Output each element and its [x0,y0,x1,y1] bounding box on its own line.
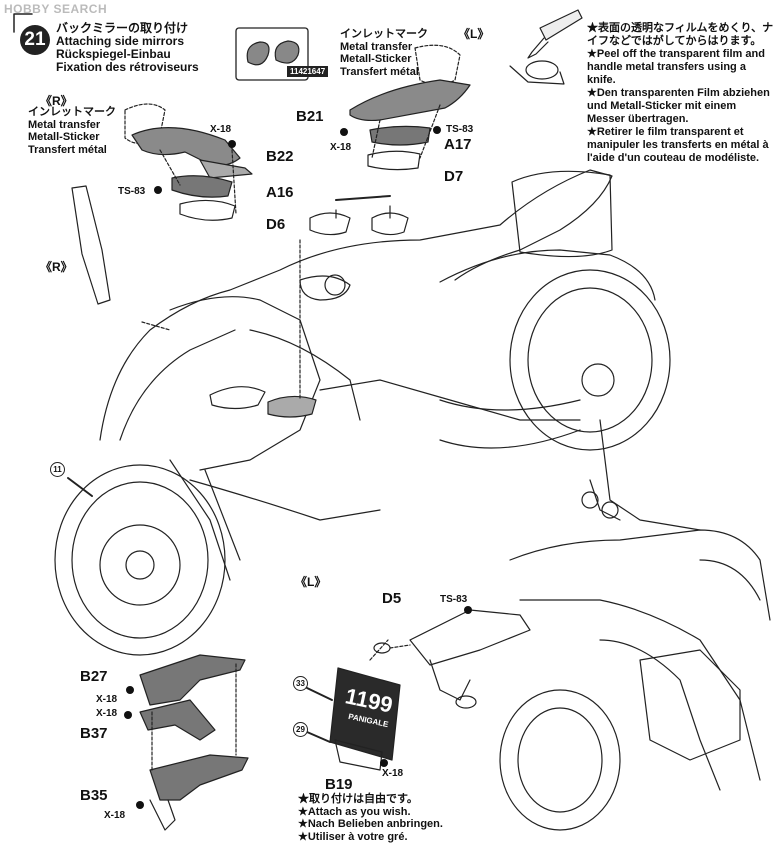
note-line: ★表面の透明なフィルムをめくり、ナイフなどではがしてからはります。 [587,22,774,47]
transfer-line: インレットマーク [340,28,428,40]
paint-x18-b: X-18 [330,142,352,153]
side-mark-l-top: 《L》 [458,27,490,41]
step-title-de: Rückspiegel-Einbau [56,47,171,61]
transfer-line: Metal transfer [340,40,413,53]
note-line: ★Den transparenten Film abziehen und Met… [587,87,770,125]
paint-x18-d: X-18 [96,708,118,719]
paint-x18-f: X-18 [382,768,404,779]
part-d7: D7 [444,168,464,185]
part-b21: B21 [296,108,324,125]
paint-ts83-c: TS-83 [440,594,468,605]
paint-ts83-b: TS-83 [446,124,474,135]
part-b22: B22 [266,148,294,165]
note-line: ★Retirer le film transparent et manipule… [587,126,769,164]
transfer-line: Transfert métal [340,65,419,78]
paint-x18-e: X-18 [104,810,126,821]
decal-33: 33 [293,676,308,691]
part-a17: A17 [444,136,472,153]
decal-11: 11 [50,462,65,477]
note-line: ★Peel off the transparent film and handl… [587,48,765,86]
watermark: HOBBY SEARCH [4,2,108,16]
step-title-jp: バックミラーの取り付け [56,21,189,35]
part-d6: D6 [266,216,286,233]
note-line: ★Utiliser à votre gré. [298,830,408,843]
part-b27: B27 [80,668,108,685]
note-line: ★Attach as you wish. [298,805,411,818]
part-b37: B37 [80,725,108,742]
paint-x18-a: X-18 [210,124,232,135]
side-mark-r-top: 《R》 [40,94,73,108]
transfer-line: Metal transfer [28,118,101,131]
paint-ts83-a: TS-83 [118,186,146,197]
part-number-label: 11421647 [287,66,329,77]
side-mark-r-mirror: 《R》 [40,260,73,274]
transfer-line: Transfert métal [28,143,107,156]
step-title-en: Attaching side mirrors [56,34,185,48]
part-d5: D5 [382,590,402,607]
paint-x18-c: X-18 [96,694,118,705]
decal-29: 29 [293,722,308,737]
step-number-badge: 21 [20,25,50,55]
note-line: ★Nach Belieben anbringen. [298,818,443,830]
note-line: ★取り付けは自由です。 [298,793,418,805]
step-title-fr: Fixation des rétroviseurs [56,60,199,74]
note-metal-transfer: ★表面の透明なフィルムをめくり、ナイフなどではがしてからはります。 ★Peel … [587,22,777,165]
part-b35: B35 [80,787,108,804]
side-mark-l-bottom: 《L》 [295,575,327,589]
note-optional: ★取り付けは自由です。 ★Attach as you wish. ★Nach B… [298,793,443,843]
transfer-line: Metall-Sticker [28,131,100,143]
part-a16: A16 [266,184,294,201]
transfer-label-left: インレットマーク Metal transfer Metall-Sticker T… [28,106,116,156]
part-b19: B19 [325,776,353,793]
transfer-label-right: インレットマーク Metal transfer Metall-Sticker T… [340,28,428,78]
transfer-line: Metall-Sticker [340,53,412,65]
transfer-line: インレットマーク [28,106,116,118]
